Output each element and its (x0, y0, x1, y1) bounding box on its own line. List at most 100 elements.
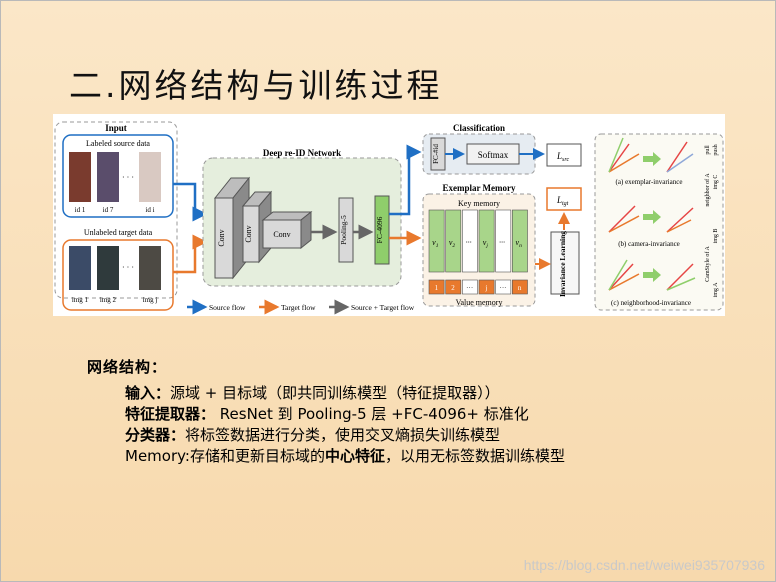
note-tail: ，以用无标签数据训练模型 (385, 447, 566, 465)
note-memory: Memory:存储和更新目标域的中心特征，以用无标签数据训练模型 (125, 446, 747, 467)
img-label: img 2 (100, 296, 117, 304)
input-panel: Input Labeled source data · · · id 1 id … (54, 121, 178, 311)
notes-heading: 网络结构： (87, 358, 168, 376)
unlabeled-target-label: Unlabeled target data (84, 228, 153, 237)
key-memory-text: v1 (432, 238, 439, 249)
key-memory-text: vj (483, 238, 489, 249)
key-memory-cell (462, 209, 478, 273)
memory-title: Exemplar Memory (442, 183, 516, 193)
conv3-block (262, 219, 302, 249)
note-text: 存储和更新目标域的 (189, 447, 325, 465)
key-memory-cell (512, 209, 528, 273)
note-text: ResNet 到 Pooling-5 层 +FC-4096+ 标准化 (215, 405, 529, 423)
key-memory-text: vn (516, 238, 523, 249)
key-memory-cell (478, 209, 495, 273)
key-memory-cell (495, 209, 512, 273)
conv1-label: Conv (217, 229, 226, 246)
tgt-loss-box (546, 187, 582, 211)
tgt-loss-label: Ltgt (556, 195, 569, 207)
img-label: img 1 (72, 296, 89, 304)
value-memory-cell (462, 279, 478, 295)
side-label: img B (713, 229, 719, 244)
value-memory-text: 2 (451, 284, 455, 292)
fc4096-label: FC-4096 (375, 216, 384, 243)
side-label: push (713, 144, 719, 155)
conv3-label: Conv (273, 230, 290, 239)
labeled-source-box (62, 134, 174, 218)
fc4096-block (374, 195, 390, 265)
invariance-learning-block (550, 231, 580, 295)
src-loss-label: Lsrc (556, 151, 569, 163)
value-memory-cell (428, 279, 445, 295)
key-memory-cell (428, 209, 445, 273)
key-memory-text: v2 (449, 238, 456, 249)
id-label: id 7 (103, 206, 114, 214)
id-label: id 1 (75, 206, 86, 214)
note-emphasis: 中心特征 (324, 447, 385, 465)
pooling-label: Pooling-5 (339, 215, 348, 245)
watermark: https://blog.csdn.net/weiwei935707936 (523, 557, 765, 573)
side-label: img A (713, 282, 719, 298)
pooling-block (338, 197, 354, 263)
network-panel: Deep re-ID Network Conv Conv Conv (202, 148, 402, 287)
notes-section: 网络结构： 输入：源域 + 目标域（即共同训练模型（特征提取器）） 特征提取器：… (87, 356, 747, 467)
classification-title: Classification (453, 123, 505, 133)
person-image-id1 (69, 152, 91, 202)
note-feature-extractor: 特征提取器： ResNet 到 Pooling-5 层 +FC-4096+ 标准… (125, 404, 747, 425)
conv2-block (242, 205, 260, 263)
input-title: Input (105, 123, 127, 133)
ellipsis: · · · (122, 263, 134, 272)
caption-a: (a) exemplar-invariance (616, 178, 683, 186)
legend-both: Source + Target flow (351, 303, 415, 312)
value-memory-text: ··· (500, 284, 507, 292)
id-label: id i (145, 206, 154, 214)
key-memory-text: ··· (466, 238, 472, 247)
slide-title: 二.网络结构与训练过程 (69, 66, 443, 105)
value-memory-cell (512, 279, 528, 295)
note-label: 分类器： (125, 426, 186, 444)
note-text: 将标签数据进行分类，使用交叉熵损失训练模型 (185, 426, 501, 444)
person-image-imgj (139, 246, 161, 290)
key-memory-text: ··· (499, 238, 505, 247)
source-flow-arrow (173, 182, 208, 222)
value-memory-cell (445, 279, 462, 295)
fc-id-label: FC-#id (432, 144, 440, 164)
side-label: CamStyle of A (704, 246, 711, 282)
key-memory-label: Key memory (458, 199, 500, 208)
network-title: Deep re-ID Network (263, 148, 341, 158)
ellipsis: · · · (122, 173, 134, 182)
value-memory-text: 1 (435, 284, 439, 292)
exemplar-memory-panel: Exemplar Memory Key memory v1 v2 ··· vj ··· v… (422, 183, 536, 307)
note-input: 输入：源域 + 目标域（即共同训练模型（特征提取器）） (125, 383, 747, 404)
note-label: 输入： (125, 384, 171, 402)
person-image-id7 (97, 152, 119, 202)
target-flow-arrow (173, 234, 208, 274)
key-memory-cell (445, 209, 462, 273)
value-memory-text: j (484, 284, 487, 292)
unlabeled-target-box (62, 239, 174, 311)
conv1-block (214, 197, 234, 279)
invariance-panel: (a) exemplar-invariance (b) camera-invar… (594, 133, 724, 311)
neighborhood-invariance-diagram: (c) neighborhood-invariance (608, 259, 696, 307)
value-memory-cell (495, 279, 512, 295)
person-image-img2 (97, 246, 119, 290)
conv2-label: Conv (244, 225, 253, 242)
labeled-source-label: Labeled source data (86, 139, 150, 148)
note-text: 源域 + 目标域（即共同训练模型（特征提取器）） (170, 384, 500, 402)
side-label: neighbor of A (704, 173, 711, 207)
note-classifier: 分类器：将标签数据进行分类，使用交叉熵损失训练模型 (125, 425, 747, 446)
caption-b: (b) camera-invariance (618, 240, 680, 248)
legend-source: Source flow (209, 303, 246, 312)
person-image-idi (139, 152, 161, 202)
legend: Source flow Target flow Source + Target … (187, 299, 415, 315)
camera-invariance-diagram: (b) camera-invariance (608, 205, 694, 248)
legend-target: Target flow (281, 303, 316, 312)
src-loss-box (546, 143, 582, 167)
invariance-learning-label: Invariance Learning (558, 231, 567, 297)
side-label: pull (705, 145, 711, 155)
value-memory-text: n (518, 284, 522, 292)
caption-c: (c) neighborhood-invariance (611, 299, 691, 307)
value-memory-text: ··· (466, 284, 473, 292)
exemplar-invariance-diagram: (a) exemplar-invariance (608, 137, 694, 186)
